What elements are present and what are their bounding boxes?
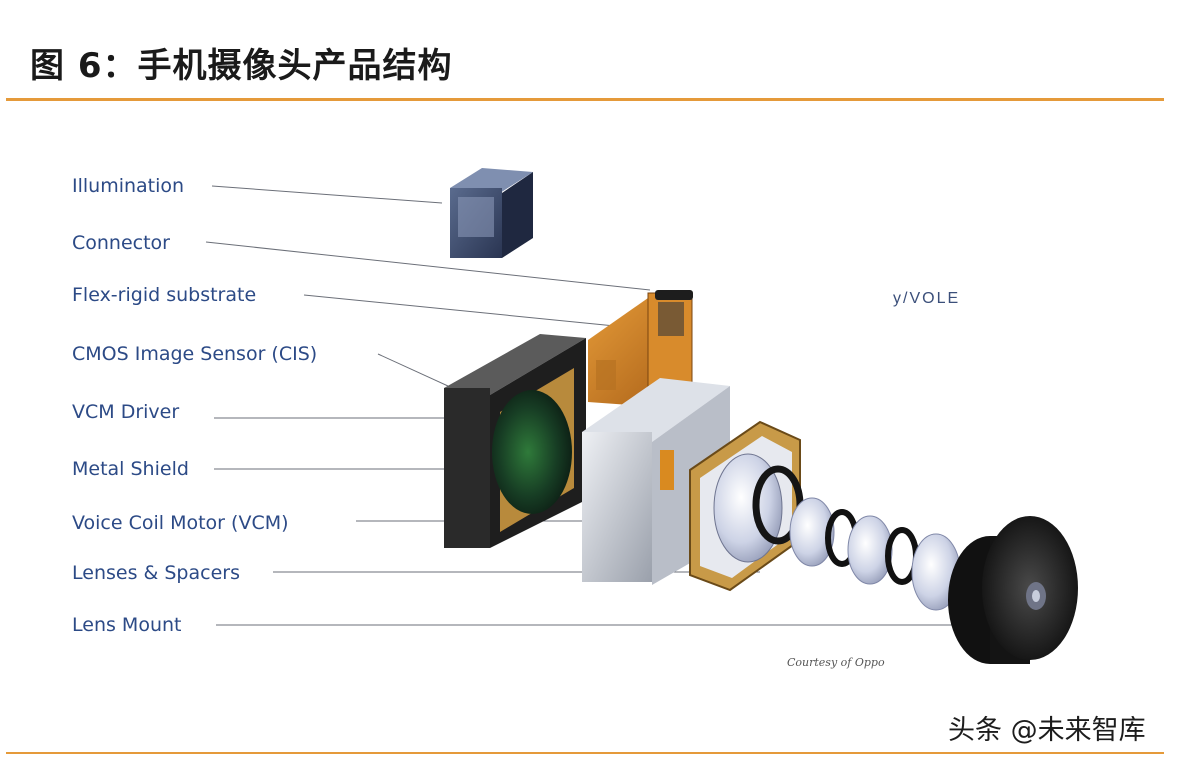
label-illumination: Illumination <box>72 175 185 197</box>
top-divider <box>6 98 1164 101</box>
label-metal-shield: Metal Shield <box>72 458 189 480</box>
yole-logo: y/VOLE <box>893 290 961 307</box>
leader-line-illumination <box>211 185 443 204</box>
label-flex-rigid-substrate: Flex-rigid substrate <box>72 284 257 306</box>
watermark-text: 头条 @未来智库 <box>948 715 1146 746</box>
label-voice-coil-motor: Voice Coil Motor (VCM) <box>72 512 289 534</box>
label-vcm-driver: VCM Driver <box>72 401 180 423</box>
lens-element <box>847 515 893 585</box>
lenses-and-spacers <box>789 497 961 611</box>
lens-element <box>789 497 835 567</box>
leader-line-connector <box>205 241 651 291</box>
label-connector: Connector <box>72 232 170 254</box>
illumination-module <box>450 168 533 258</box>
label-cmos-image-sensor: CMOS Image Sensor (CIS) <box>72 343 318 365</box>
image-courtesy-note: Courtesy of Oppo <box>787 656 885 669</box>
label-lens-mount: Lens Mount <box>72 614 182 636</box>
cmos-image-sensor <box>444 334 586 548</box>
leader-line-cmos-image-sensor <box>377 353 449 387</box>
bottom-divider <box>6 752 1164 754</box>
leader-lines <box>205 185 960 626</box>
lens-mount <box>948 516 1078 664</box>
figure-title: 图 6：手机摄像头产品结构 <box>30 46 453 86</box>
voice-coil-motor <box>689 420 804 592</box>
leader-line-flex-rigid-substrate <box>303 294 616 327</box>
vcm-driver-chip <box>660 450 674 490</box>
label-lenses-spacers: Lenses & Spacers <box>72 562 240 584</box>
